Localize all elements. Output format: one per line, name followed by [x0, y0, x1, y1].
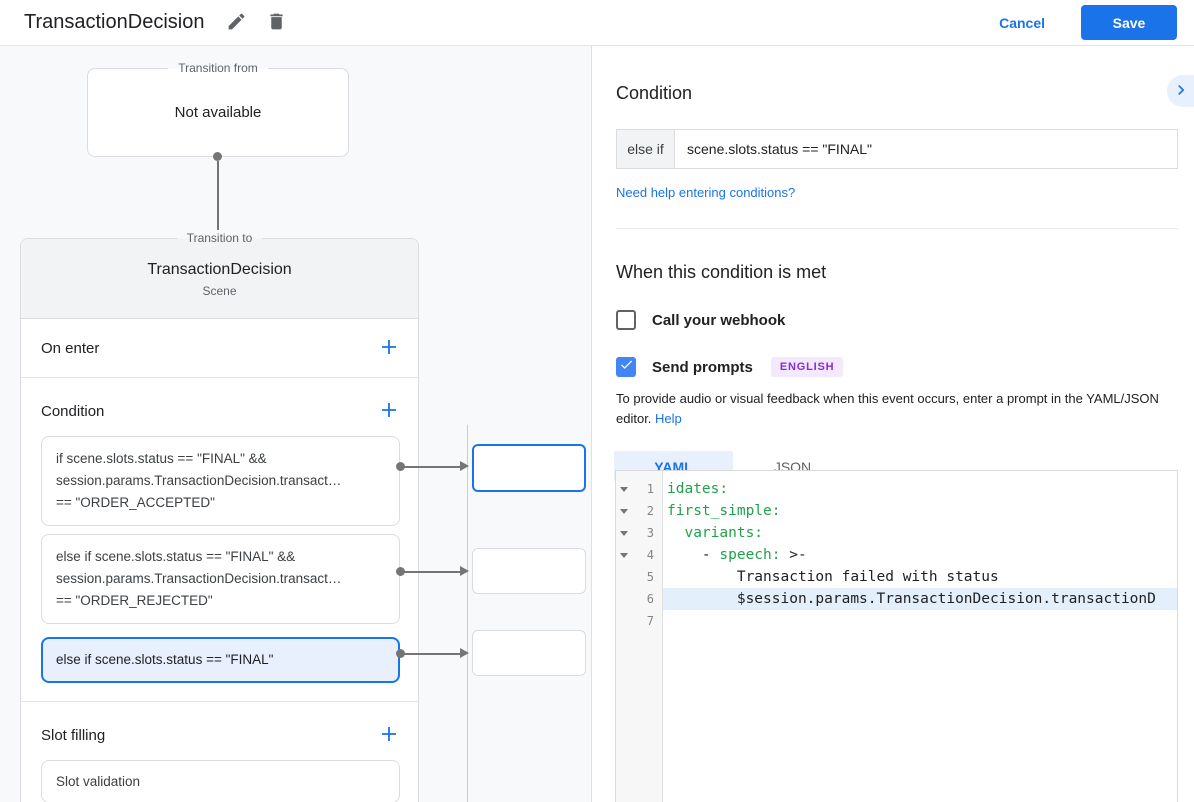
editor-lines: 1 idates: 2 first_simple: 3 variants: 4 …: [616, 471, 1177, 632]
condition-section: Condition else if Need help entering con…: [592, 46, 1194, 229]
slot-validation-card[interactable]: Slot validation: [41, 760, 400, 802]
line-number: 2: [646, 504, 654, 518]
code-line: 1 idates:: [616, 478, 1177, 500]
code-line: 3 variants:: [616, 522, 1177, 544]
language-badge: ENGLISH: [770, 357, 844, 377]
add-on-enter-button[interactable]: [376, 335, 402, 361]
fold-arrow-icon[interactable]: [616, 553, 632, 558]
scene-header[interactable]: TransactionDecision Scene: [21, 239, 418, 319]
pencil-icon: [226, 11, 247, 35]
conditions-help-link[interactable]: Need help entering conditions?: [616, 185, 796, 200]
scene-title: TransactionDecision: [147, 261, 292, 278]
code-line: 5 Transaction failed with status: [616, 566, 1177, 588]
condition-detail-panel: Condition else if Need help entering con…: [591, 46, 1194, 802]
code-line-active: 6 $session.params.TransactionDecision.tr…: [616, 588, 1177, 610]
condition-heading: Condition: [616, 83, 693, 103]
condition-met-section: When this condition is met Call your web…: [592, 229, 1194, 482]
prompt-description: To provide audio or visual feedback when…: [616, 391, 1159, 426]
add-condition-button[interactable]: [376, 398, 402, 424]
collapse-panel-button[interactable]: [1167, 75, 1194, 107]
delete-button[interactable]: [264, 11, 288, 35]
panel-divider: [616, 228, 1178, 229]
fold-arrow-icon[interactable]: [616, 509, 632, 514]
line-number: 6: [646, 592, 654, 606]
cancel-button[interactable]: Cancel: [999, 14, 1045, 31]
page-title: TransactionDecision: [24, 11, 205, 33]
on-enter-label: On enter: [41, 339, 100, 357]
checkmark-icon: [619, 357, 634, 377]
condition-input[interactable]: [674, 129, 1178, 169]
add-slot-button[interactable]: [376, 722, 402, 748]
send-prompts-checkbox[interactable]: [616, 357, 636, 377]
connector-dot: [396, 567, 405, 576]
connector-line: [404, 652, 462, 655]
condition-section-header: Condition: [21, 378, 418, 436]
webhook-label: Call your webhook: [652, 311, 786, 329]
line-number: 3: [646, 526, 654, 540]
on-enter-row: On enter: [21, 319, 418, 378]
code-line: 4 - speech: >-: [616, 544, 1177, 566]
connector-line: [216, 161, 219, 269]
transition-from-box: Transition from Not available: [87, 60, 349, 157]
condition-input-group: else if: [616, 129, 1178, 169]
connector-line: [404, 570, 462, 573]
top-bar: TransactionDecision Cancel Save: [0, 0, 1194, 46]
webhook-row: Call your webhook: [616, 310, 1178, 330]
help-link[interactable]: Help: [655, 411, 682, 426]
flow-guide-line: [467, 425, 468, 802]
transition-target-box-3[interactable]: [472, 630, 586, 676]
transition-from-legend: Transition from: [168, 60, 268, 77]
transition-to-card: Transition to TransactionDecision Scene …: [20, 230, 419, 802]
plus-icon: [380, 338, 398, 359]
connector-line: [404, 465, 462, 468]
condition-card-3-selected[interactable]: else if scene.slots.status == "FINAL": [41, 637, 400, 683]
line-number: 1: [646, 482, 654, 496]
editor-gutter: [616, 471, 663, 802]
arrowhead-right-icon: [460, 566, 469, 576]
yaml-code-editor[interactable]: 1 idates: 2 first_simple: 3 variants: 4 …: [615, 470, 1178, 802]
slot-filling-label: Slot filling: [41, 726, 106, 744]
line-number: 7: [646, 614, 654, 628]
arrowhead-right-icon: [460, 461, 469, 471]
condition-card-2[interactable]: else if scene.slots.status == "FINAL" &&…: [41, 534, 400, 624]
fold-arrow-icon[interactable]: [616, 531, 632, 536]
slot-filling-section-header: Slot filling: [21, 702, 418, 760]
transition-target-box-1[interactable]: [472, 444, 586, 492]
transition-from-value: Not available: [174, 104, 262, 121]
webhook-checkbox[interactable]: [616, 310, 636, 330]
code-line: 2 first_simple:: [616, 500, 1177, 522]
condition-section-label: Condition: [41, 402, 105, 420]
edit-button[interactable]: [224, 11, 248, 35]
transition-target-box-2[interactable]: [472, 548, 586, 594]
fold-arrow-icon[interactable]: [616, 487, 632, 492]
connector-dot: [396, 462, 405, 471]
save-button[interactable]: Save: [1081, 5, 1177, 40]
send-prompts-label: Send prompts: [652, 358, 753, 376]
line-number: 4: [646, 548, 654, 562]
section-divider: [21, 701, 418, 702]
line-number: 5: [646, 570, 654, 584]
send-prompts-row: Send prompts ENGLISH: [616, 357, 1178, 377]
arrowhead-right-icon: [460, 648, 469, 658]
code-line: 7: [616, 610, 1177, 632]
condition-met-heading: When this condition is met: [616, 262, 827, 282]
plus-icon: [380, 725, 398, 746]
trash-icon: [266, 11, 287, 35]
plus-icon: [380, 401, 398, 422]
connector-dot: [396, 649, 405, 658]
scene-subtitle: Scene: [202, 284, 237, 298]
condition-card-1[interactable]: if scene.slots.status == "FINAL" && sess…: [41, 436, 400, 526]
chevron-right-icon: [1171, 80, 1191, 103]
transition-to-legend: Transition to: [176, 230, 263, 247]
connector-dot: [213, 152, 222, 161]
condition-prefix: else if: [616, 129, 674, 169]
